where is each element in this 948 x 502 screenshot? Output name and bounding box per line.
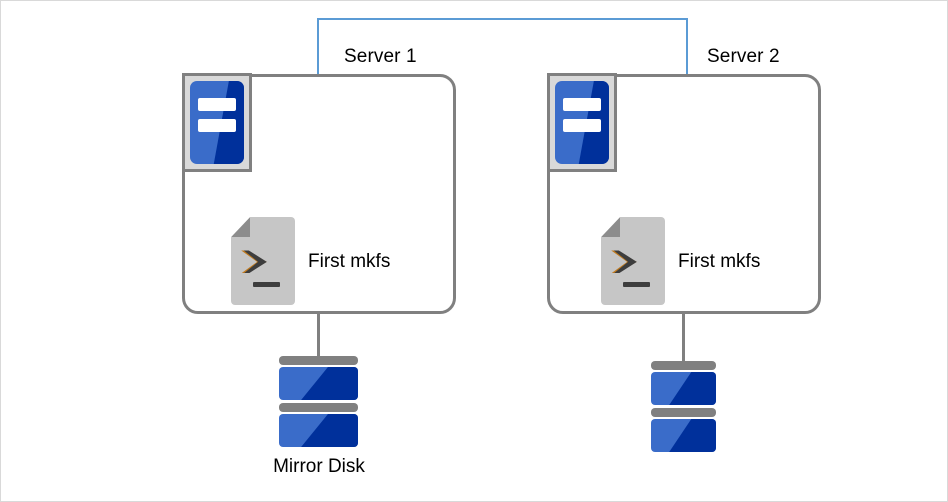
network-link-right-segment [686, 18, 688, 76]
network-link-left-segment [317, 18, 319, 76]
script-doc-fold-corner-icon [231, 217, 251, 238]
script-prompt-cursor-icon [622, 282, 650, 287]
disk-cap-middle [651, 408, 716, 417]
network-link-top-segment [317, 18, 688, 20]
disk-platter-top-shade [669, 372, 716, 405]
server-1-script-label: First mkfs [308, 251, 391, 272]
server-1-script-icon [231, 217, 295, 305]
disk-platter-top-shade [301, 367, 358, 400]
server-icon-bar-top [562, 97, 602, 111]
disk-cap-top [279, 356, 358, 365]
server-2-disk-stem [682, 313, 685, 363]
disk-platter-top [279, 367, 358, 400]
server-2-disk-icon [651, 361, 716, 459]
disk-platter-bottom [651, 419, 716, 452]
disk-cap-middle [279, 403, 358, 412]
disk-platter-bottom-shade [301, 414, 358, 447]
server-icon-bar-bottom [562, 119, 602, 133]
server-1-disk-stem [317, 313, 320, 361]
server-icon-bar-bottom [197, 119, 237, 133]
script-prompt-chevron-icon [241, 250, 267, 274]
script-prompt-chevron-icon [611, 250, 637, 274]
script-doc-fold-corner-icon [601, 217, 621, 238]
server-1-disk-icon [279, 356, 358, 454]
mirror-disk-label: Mirror Disk [273, 456, 365, 477]
server-icon-body [555, 81, 609, 164]
disk-platter-top [651, 372, 716, 405]
server-icon-body [190, 81, 244, 164]
server-2-script-icon [601, 217, 665, 305]
server-1-machine-icon [182, 73, 252, 172]
server-1-label: Server 1 [344, 46, 417, 67]
disk-platter-bottom-shade [669, 419, 716, 452]
server-icon-bar-top [197, 97, 237, 111]
disk-platter-bottom [279, 414, 358, 447]
server-2-machine-icon [547, 73, 617, 172]
server-2-label: Server 2 [707, 46, 780, 67]
disk-cap-top [651, 361, 716, 370]
script-prompt-cursor-icon [252, 282, 280, 287]
server-2-script-label: First mkfs [678, 251, 761, 272]
